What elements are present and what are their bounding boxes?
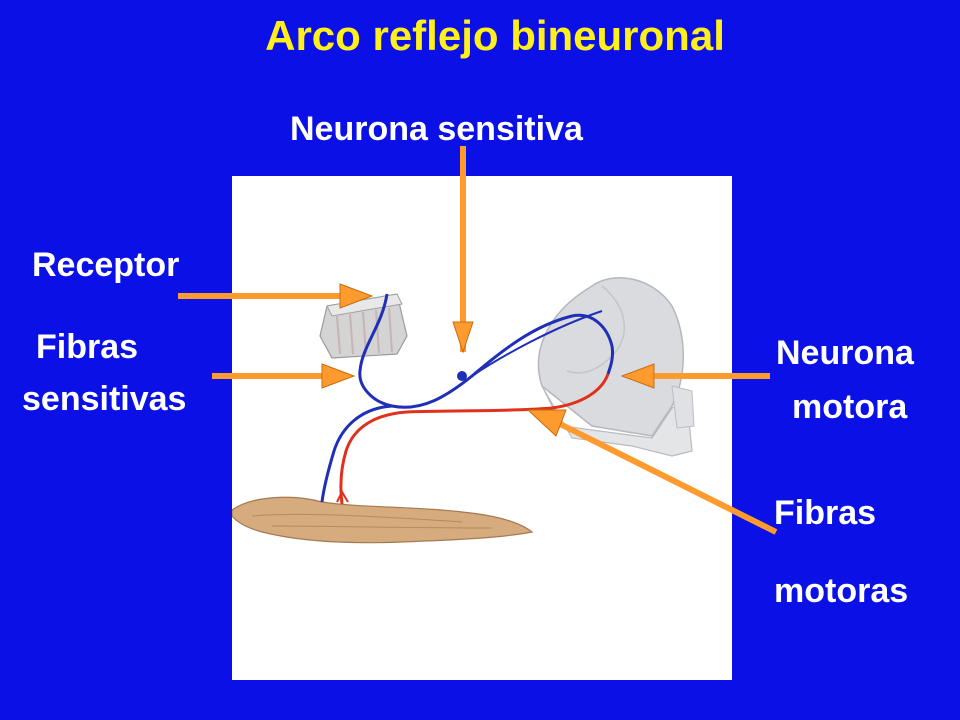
reflex-arc-figure <box>231 176 732 680</box>
label-fibras-motoras-line1: Fibras <box>774 494 877 532</box>
reflex-arc-illustration <box>231 277 695 544</box>
motor-fiber <box>336 373 610 505</box>
label-neurona-motora-line2: motora <box>792 388 908 426</box>
slide-title: Arco reflejo bineuronal <box>265 12 725 59</box>
skin-receptor-illustration <box>319 293 408 359</box>
label-fibras-motoras-line2: motoras <box>774 572 909 610</box>
label-neurona-sensitiva: Neurona sensitiva <box>290 110 583 148</box>
muscle-illustration <box>231 496 534 544</box>
label-receptor: Receptor <box>32 246 180 284</box>
sensory-fiber <box>320 293 614 503</box>
label-fibras-sensitivas-line1: Fibras <box>36 328 139 366</box>
label-fibras-sensitivas-line2: sensitivas <box>22 380 187 418</box>
label-neurona-motora-line1: Neurona <box>776 334 914 372</box>
spinal-cord-illustration <box>537 277 695 457</box>
